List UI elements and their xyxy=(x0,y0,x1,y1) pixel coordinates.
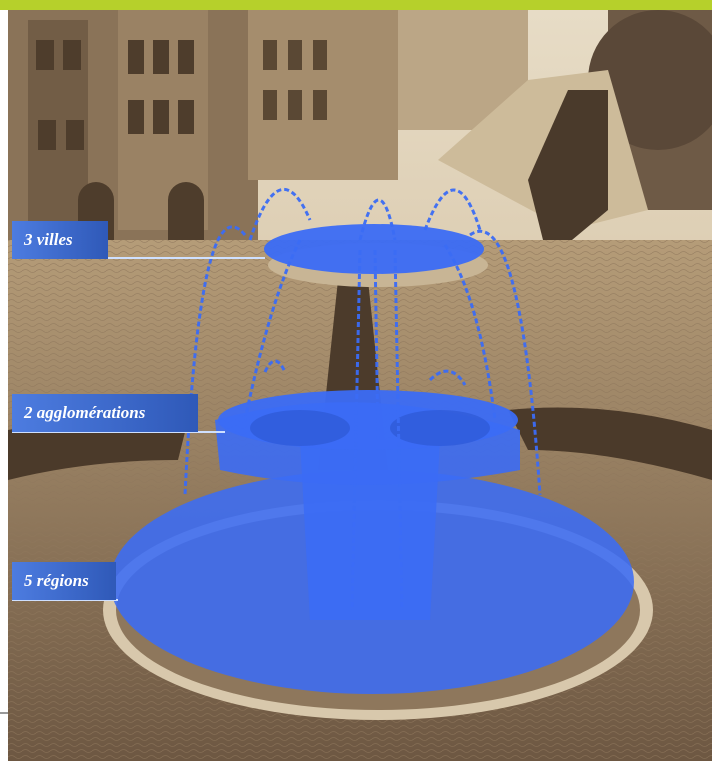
margin-tick xyxy=(0,712,8,714)
label-regions: 5 régions xyxy=(12,562,116,600)
label-agglomerations: 2 agglomérations xyxy=(12,394,198,432)
label-villes: 3 villes xyxy=(12,221,108,259)
